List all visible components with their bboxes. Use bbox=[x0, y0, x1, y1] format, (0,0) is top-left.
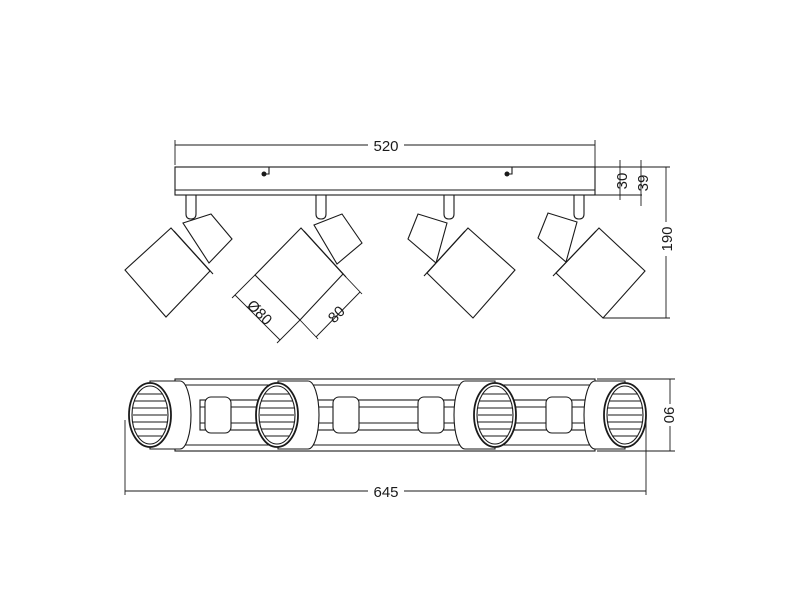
dim-total-height: 190 bbox=[659, 226, 676, 251]
stems bbox=[185, 195, 585, 220]
dim-depth: 90 bbox=[660, 407, 677, 424]
dim-base-total-height: 39 bbox=[635, 175, 652, 192]
top-dimensions: 645 90 bbox=[124, 378, 678, 501]
spot-2 bbox=[254, 213, 363, 321]
dim-shade-diameter: Ø80 bbox=[243, 297, 275, 329]
top-spot-4 bbox=[545, 380, 647, 450]
spot-4 bbox=[537, 212, 646, 319]
base-plate bbox=[174, 166, 596, 196]
dim-base-length: 520 bbox=[373, 138, 398, 155]
dim-shade-length: 80 bbox=[325, 303, 349, 327]
top-spot-3 bbox=[417, 380, 517, 450]
top-spot-2 bbox=[255, 380, 360, 450]
dim-total-length: 645 bbox=[373, 484, 398, 501]
spot-3 bbox=[407, 213, 516, 319]
front-view bbox=[124, 166, 646, 321]
top-spot-1 bbox=[128, 380, 232, 450]
top-view bbox=[174, 378, 596, 452]
dim-base-height: 30 bbox=[614, 173, 631, 190]
spot-1 bbox=[124, 213, 233, 318]
front-dimensions: 520 30 39 190 Ø80 80 bbox=[174, 136, 676, 344]
